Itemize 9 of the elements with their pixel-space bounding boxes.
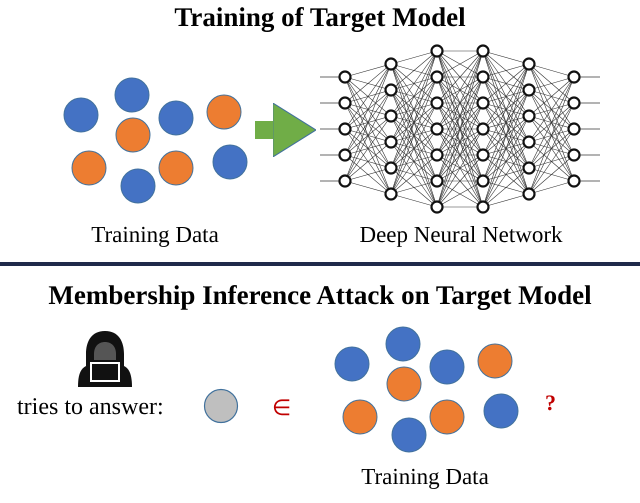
node-caption: Training Data — [90, 222, 220, 248]
section-title: Training of Target Model — [173, 2, 467, 33]
section-title: Membership Inference Attack on Target Model — [47, 280, 593, 311]
element-of-symbol: ∈ — [272, 395, 291, 421]
node-caption: Training Data — [360, 464, 490, 490]
question-mark: ? — [545, 390, 556, 416]
prompt-text: tries to answer: — [17, 394, 164, 421]
node-caption: Deep Neural Network — [358, 222, 564, 248]
arrow — [255, 102, 317, 158]
